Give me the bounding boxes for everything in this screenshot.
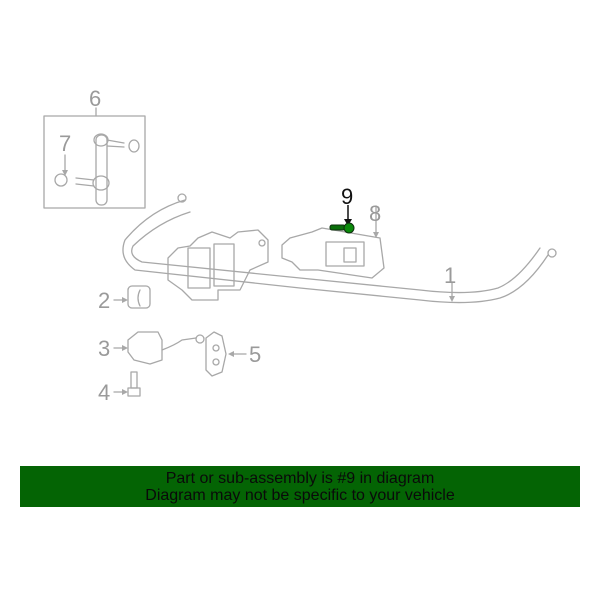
- callout-7[interactable]: 7: [59, 131, 72, 156]
- callout-6[interactable]: 6: [89, 86, 102, 111]
- part-6-box: [43, 115, 146, 209]
- banner-part-text: Part or sub-assembly is #9 in diagram: [165, 469, 435, 487]
- callout-8[interactable]: 8: [369, 201, 382, 226]
- callout-2[interactable]: 2: [98, 288, 111, 313]
- callout-5[interactable]: 5: [249, 342, 262, 367]
- info-banner: Part or sub-assembly is #9 in diagram Di…: [20, 466, 580, 507]
- callout-4[interactable]: 4: [98, 380, 111, 405]
- callout-9-highlighted[interactable]: 9: [341, 184, 354, 209]
- banner-disclaimer-text: Diagram may not be specific to your vehi…: [145, 486, 455, 504]
- callout-3[interactable]: 3: [98, 336, 111, 361]
- part-9-bolt: [329, 205, 355, 234]
- callout-1[interactable]: 1: [444, 263, 457, 288]
